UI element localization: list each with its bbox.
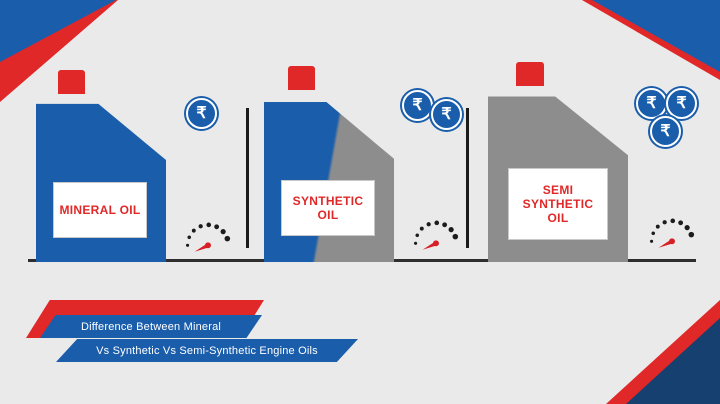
price-gauge-icon — [646, 210, 698, 254]
price-gauge-icon — [410, 212, 462, 256]
oil-jug-synthetic: SYNTHETIC OIL — [264, 66, 394, 262]
rupee-coin-icon: ₹ — [636, 88, 667, 119]
section-divider-2 — [466, 108, 469, 248]
price-gauge-icon — [182, 214, 234, 258]
oil-jug-semi-synthetic: SEMI SYNTHETIC OIL — [488, 62, 628, 262]
caption-line-2: Vs Synthetic Vs Semi-Synthetic Engine Oi… — [56, 339, 358, 362]
caption-line-1: Difference Between Mineral — [40, 315, 262, 338]
section-divider-1 — [246, 108, 249, 248]
rupee-symbol: ₹ — [660, 122, 671, 140]
rupee-coin-icon: ₹ — [666, 88, 697, 119]
rupee-symbol: ₹ — [676, 94, 687, 112]
rupee-symbol: ₹ — [646, 94, 657, 112]
rupee-coin-icon: ₹ — [650, 116, 681, 147]
jug-body — [264, 102, 394, 262]
jug-cap — [516, 62, 544, 86]
rupee-coin-icon: ₹ — [186, 98, 217, 129]
oil-label-semi-synthetic: SEMI SYNTHETIC OIL — [508, 168, 608, 240]
rupee-symbol: ₹ — [441, 105, 452, 123]
jug-cap — [288, 66, 315, 90]
jug-cap — [58, 70, 85, 94]
rupee-symbol: ₹ — [412, 96, 423, 114]
rupee-symbol: ₹ — [196, 104, 207, 122]
rupee-coin-icon: ₹ — [431, 99, 462, 130]
rupee-coin-icon: ₹ — [402, 90, 433, 121]
oil-label-mineral: MINERAL OIL — [53, 182, 147, 238]
oil-label-synthetic: SYNTHETIC OIL — [281, 180, 375, 236]
oil-jug-mineral: MINERAL OIL — [36, 70, 166, 262]
